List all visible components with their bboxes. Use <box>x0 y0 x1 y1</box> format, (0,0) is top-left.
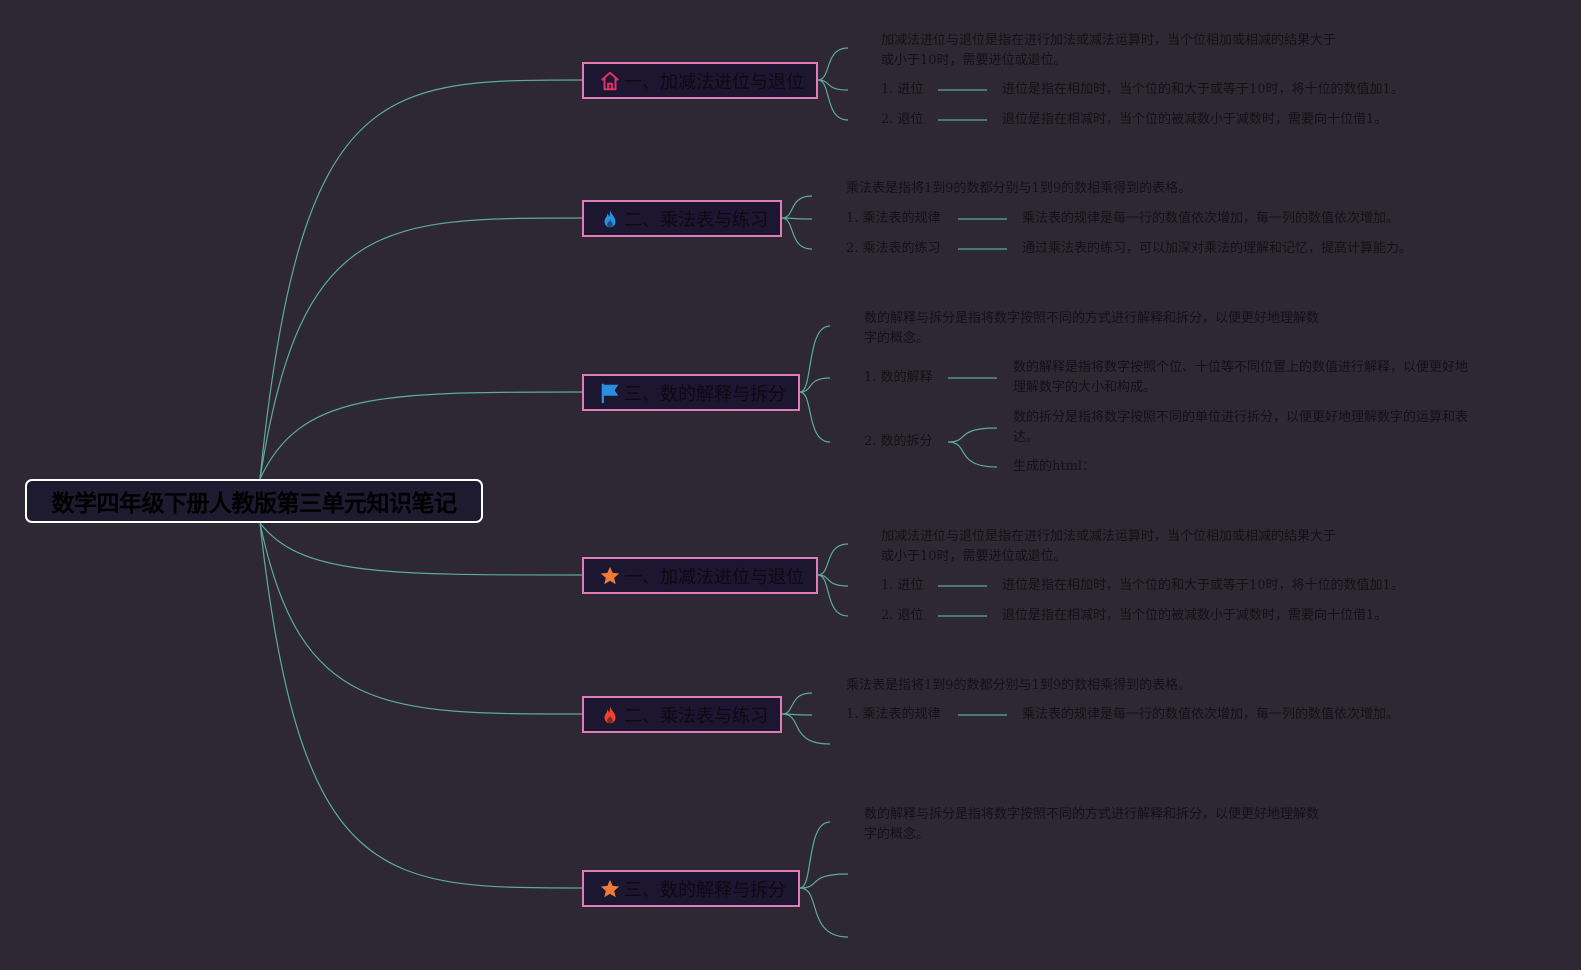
detail-text-line: 数的拆分是指将数字按照不同的单位进行拆分，以便更好地理解数字的运算和表 <box>1013 410 1469 425</box>
root-topic[interactable]: 数学四年级下册人教版第三单元知识笔记 <box>25 479 483 523</box>
intro-text-line: 或小于10时，需要进位或退位。 <box>881 549 1067 564</box>
detail-text[interactable]: 数的解释是指将数字按照个位、十位等不同位置上的数值进行解释，以便更好地理解数字的… <box>1013 358 1468 398</box>
intro-text[interactable]: 乘法表是指将1到9的数都分别与1到9的数相乘得到的表格。 <box>846 676 1191 696</box>
intro-text-line: 加减法进位与退位是指在进行加法或减法运算时，当个位相加或相减的结果大于 <box>881 529 1337 544</box>
intro-text[interactable]: 数的解释与拆分是指将数字按照不同的方式进行解释和拆分，以便更好地理解数字的概念。 <box>864 309 1319 349</box>
subtopic-label[interactable]: 1. 进位 <box>881 578 924 593</box>
root-link <box>259 522 583 715</box>
detail-text-line: 数的解释是指将数字按照个位、十位等不同位置上的数值进行解释，以便更好地 <box>1013 360 1469 375</box>
detail-text-line: 乘法表的规律是每一行的数值依次增加，每一列的数值依次增加。 <box>1022 707 1400 722</box>
root-link <box>259 79 583 480</box>
subtopic-label[interactable]: 2. 数的拆分 <box>864 434 933 449</box>
intro-text[interactable]: 乘法表是指将1到9的数都分别与1到9的数相乘得到的表格。 <box>846 179 1191 199</box>
intro-text-line: 字的概念。 <box>864 331 930 346</box>
branch-topic[interactable]: 一、加减法进位与退位 <box>582 557 818 594</box>
intro-link <box>799 325 831 393</box>
intro-text-line: 字的概念。 <box>864 827 930 842</box>
detail-text-line: 进位是指在相加时，当个位的和大于或等于10时，将十位的数值加1。 <box>1002 82 1404 97</box>
item-link <box>817 79 849 121</box>
flame-icon <box>599 208 621 230</box>
intro-text-line: 乘法表是指将1到9的数都分别与1到9的数相乘得到的表格。 <box>846 678 1192 693</box>
root-topic-label: 数学四年级下册人教版第三单元知识笔记 <box>51 491 458 517</box>
detail-text-line: 进位是指在相加时，当个位的和大于或等于10时，将十位的数值加1。 <box>1002 578 1404 593</box>
detail-extra-text[interactable]: 生成的html： <box>1013 459 1096 474</box>
intro-text[interactable]: 数的解释与拆分是指将数字按照不同的方式进行解释和拆分，以便更好地理解数字的概念。 <box>864 805 1319 845</box>
subtopic-label[interactable]: 2. 退位 <box>881 608 924 623</box>
subtopic-label[interactable]: 2. 乘法表的练习 <box>846 241 941 256</box>
detail-text[interactable]: 乘法表的规律是每一行的数值依次增加，每一列的数值依次增加。 <box>1022 209 1399 229</box>
item-link <box>781 217 813 250</box>
branch-topic[interactable]: 三、数的解释与拆分 <box>582 374 800 411</box>
detail-text-line: 理解数字的大小和构成。 <box>1013 380 1157 395</box>
detail-link <box>947 427 998 443</box>
branch-topic[interactable]: 一、加减法进位与退位 <box>582 62 818 99</box>
branch-topic-label: 三、数的解释与拆分 <box>624 879 786 901</box>
star-icon <box>599 565 621 587</box>
subtopic-label[interactable]: 1. 数的解释 <box>864 370 933 385</box>
detail-text-line: 通过乘法表的练习，可以加深对乘法的理解和记忆，提高计算能力。 <box>1022 241 1413 256</box>
intro-link <box>817 47 849 81</box>
detail-text-line: 退位是指在相减时，当个位的被减数小于减数时，需要向十位借1。 <box>1002 608 1388 623</box>
item-link <box>817 574 849 617</box>
flag-icon <box>599 382 621 404</box>
empty-link <box>781 713 831 745</box>
intro-text[interactable]: 加减法进位与退位是指在进行加法或减法运算时，当个位相加或相减的结果大于或小于10… <box>881 527 1336 567</box>
detail-link <box>947 441 998 468</box>
intro-link <box>781 195 813 219</box>
root-link <box>259 217 583 480</box>
detail-text[interactable]: 进位是指在相加时，当个位的和大于或等于10时，将十位的数值加1。 <box>1002 576 1404 596</box>
house-icon <box>599 70 621 92</box>
detail-text[interactable]: 通过乘法表的练习，可以加深对乘法的理解和记忆，提高计算能力。 <box>1022 239 1412 259</box>
subtopic-label[interactable]: 2. 退位 <box>881 112 924 127</box>
intro-link <box>781 692 813 715</box>
root-link <box>259 391 583 480</box>
root-link <box>259 522 583 889</box>
flame-icon <box>599 704 621 726</box>
branch-topic-label: 一、加减法进位与退位 <box>624 566 804 588</box>
subtopic-label[interactable]: 1. 进位 <box>881 82 924 97</box>
detail-text[interactable]: 退位是指在相减时，当个位的被减数小于减数时，需要向十位借1。 <box>1002 606 1387 626</box>
detail-text[interactable]: 乘法表的规律是每一行的数值依次增加，每一列的数值依次增加。 <box>1022 705 1399 725</box>
empty-link <box>799 887 849 938</box>
intro-text-line: 数的解释与拆分是指将数字按照不同的方式进行解释和拆分，以便更好地理解数 <box>864 807 1320 822</box>
branch-topic-label: 三、数的解释与拆分 <box>624 383 786 405</box>
branch-topic[interactable]: 三、数的解释与拆分 <box>582 870 800 907</box>
intro-text[interactable]: 加减法进位与退位是指在进行加法或减法运算时，当个位相加或相减的结果大于或小于10… <box>881 31 1336 71</box>
star-icon <box>599 878 621 900</box>
empty-link <box>799 873 849 889</box>
detail-text[interactable]: 退位是指在相减时，当个位的被减数小于减数时，需要向十位借1。 <box>1002 110 1387 130</box>
detail-text-line: 乘法表的规律是每一行的数值依次增加，每一列的数值依次增加。 <box>1022 211 1400 226</box>
intro-link <box>817 543 849 576</box>
detail-text[interactable]: 进位是指在相加时，当个位的和大于或等于10时，将十位的数值加1。 <box>1002 80 1404 100</box>
intro-text-line: 或小于10时，需要进位或退位。 <box>881 53 1067 68</box>
detail-text-line: 达。 <box>1013 430 1040 445</box>
intro-text-line: 数的解释与拆分是指将数字按照不同的方式进行解释和拆分，以便更好地理解数 <box>864 311 1320 326</box>
branch-topic[interactable]: 二、乘法表与练习 <box>582 696 782 733</box>
branch-topic-label: 二、乘法表与练习 <box>624 209 768 231</box>
detail-text-line: 退位是指在相减时，当个位的被减数小于减数时，需要向十位借1。 <box>1002 112 1388 127</box>
subtopic-label[interactable]: 1. 乘法表的规律 <box>846 707 941 722</box>
intro-link <box>799 821 831 889</box>
branch-topic[interactable]: 二、乘法表与练习 <box>582 200 782 237</box>
intro-text-line: 加减法进位与退位是指在进行加法或减法运算时，当个位相加或相减的结果大于 <box>881 33 1337 48</box>
subtopic-label[interactable]: 1. 乘法表的规律 <box>846 211 941 226</box>
root-link <box>259 522 583 576</box>
detail-text[interactable]: 数的拆分是指将数字按照不同的单位进行拆分，以便更好地理解数字的运算和表达。 <box>1013 408 1468 448</box>
intro-text-line: 乘法表是指将1到9的数都分别与1到9的数相乘得到的表格。 <box>846 181 1192 196</box>
item-link <box>799 391 831 443</box>
branch-topic-label: 一、加减法进位与退位 <box>624 71 804 93</box>
branch-topic-label: 二、乘法表与练习 <box>624 705 768 727</box>
item-link <box>799 377 831 393</box>
